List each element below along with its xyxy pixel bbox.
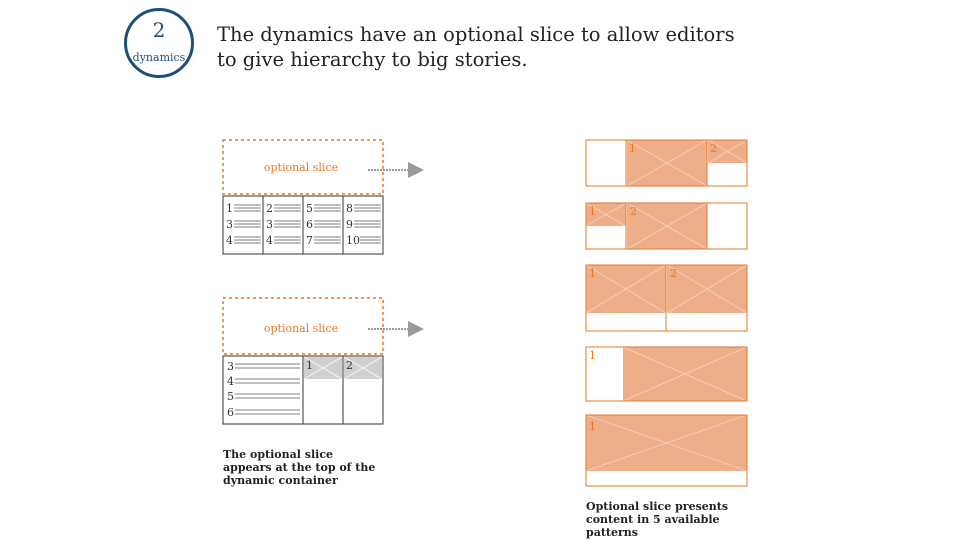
optional-slice-label: optional slice <box>264 161 338 174</box>
pattern-number: 1 <box>589 267 596 280</box>
story-number: 10 <box>346 234 360 247</box>
story-number: 3 <box>227 360 234 373</box>
story-number: 9 <box>346 218 353 231</box>
image-cross <box>343 356 383 380</box>
image-cross <box>626 202 708 250</box>
pattern-frame-outline <box>585 264 748 332</box>
pattern-frame-outline <box>585 346 748 402</box>
section-number: 2 <box>152 18 166 42</box>
pattern-frame-outline <box>585 202 748 250</box>
image-cross <box>707 139 748 164</box>
pattern-number: 1 <box>589 205 596 218</box>
image-cross <box>666 264 748 314</box>
pattern-frame-outline <box>585 139 748 187</box>
story-number: 3 <box>266 218 273 231</box>
image-cross <box>303 356 343 380</box>
top-story-grid: 1 3 4 2 3 4 5 6 7 8 9 10 <box>222 195 384 255</box>
story-number: 1 <box>306 359 313 372</box>
story-number: 1 <box>226 202 233 215</box>
story-number: 4 <box>266 234 273 247</box>
pattern-number: 2 <box>630 205 637 218</box>
optional-slice-box <box>222 139 384 195</box>
story-number: 5 <box>306 202 313 215</box>
right-caption: Optional slice presents content in 5 ava… <box>586 500 729 539</box>
story-number: 6 <box>306 218 313 231</box>
image-cross <box>585 414 748 472</box>
optional-slice-bottom: optional slice <box>222 297 384 355</box>
story-number: 8 <box>346 202 353 215</box>
optional-slice-top: optional slice <box>222 139 384 195</box>
section-label: dynamics <box>132 51 186 64</box>
story-number: 6 <box>227 406 234 419</box>
slice-pattern-4: 1 <box>585 346 748 402</box>
pattern-number: 1 <box>589 420 596 433</box>
pattern-number: 2 <box>670 267 677 280</box>
image-cross <box>585 202 627 227</box>
story-number: 2 <box>266 202 273 215</box>
pattern-number: 1 <box>589 349 596 362</box>
pattern-number: 1 <box>629 142 636 155</box>
image-cross <box>626 139 708 187</box>
story-number: 5 <box>227 390 234 403</box>
slice-pattern-5: 1 <box>585 414 748 487</box>
pattern-number: 2 <box>710 142 717 155</box>
left-caption: The optional slice appears at the top of… <box>223 448 376 487</box>
pattern-frame-outline <box>585 414 748 487</box>
optional-slice-label: optional slice <box>264 322 338 335</box>
headline: The dynamics have an optional slice to a… <box>217 23 735 71</box>
story-number: 3 <box>226 218 233 231</box>
story-number: 4 <box>227 375 234 388</box>
story-number: 7 <box>306 234 313 247</box>
story-number: 4 <box>226 234 233 247</box>
optional-slice-box <box>222 297 384 355</box>
image-cross <box>585 264 667 314</box>
story-number: 2 <box>346 359 353 372</box>
image-cross <box>622 346 748 402</box>
bottom-story-grid: 3 4 5 6 1 2 <box>222 355 384 425</box>
section-badge: 2 dynamics <box>124 8 194 78</box>
